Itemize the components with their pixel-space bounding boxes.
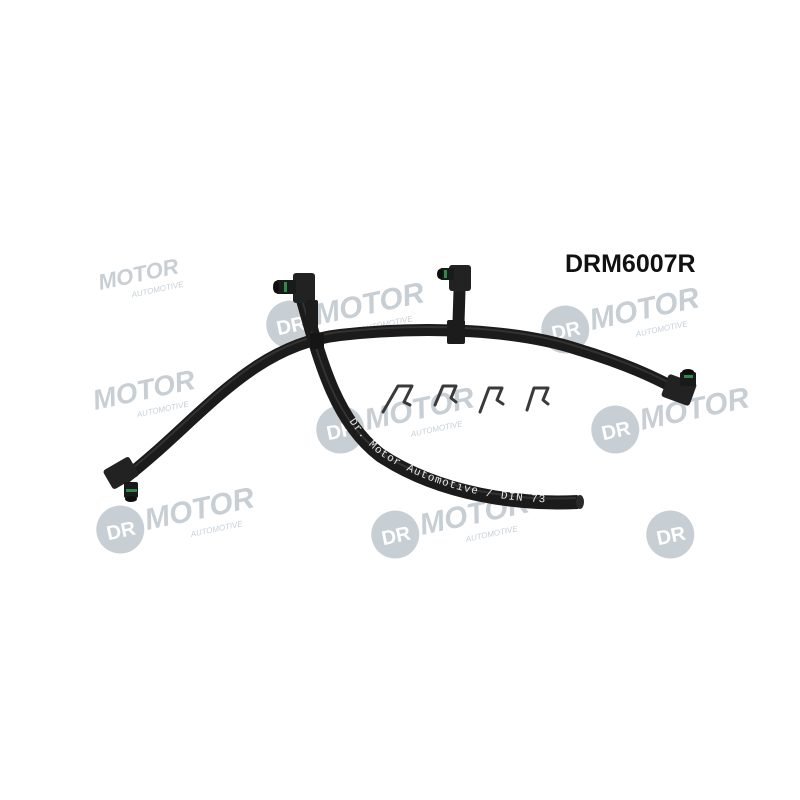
connector-right bbox=[661, 369, 697, 406]
part-number-label: DRM6007R bbox=[565, 250, 696, 278]
retaining-clip-3 bbox=[478, 386, 505, 414]
hose-open-end bbox=[576, 495, 584, 509]
retaining-clip-2 bbox=[433, 384, 458, 407]
watermark-logo: DR MOTOR AUTOMOTIVE bbox=[96, 481, 257, 554]
connector-top-left bbox=[273, 273, 318, 332]
watermark-logo: MOTOR AUTOMOTIVE bbox=[90, 364, 199, 420]
connector-top-middle bbox=[437, 265, 471, 344]
watermark-logo: DR bbox=[646, 510, 695, 559]
retaining-clip-1 bbox=[381, 384, 414, 414]
retaining-clip-4 bbox=[525, 386, 550, 412]
hose-junction-clip bbox=[310, 333, 324, 349]
hose-main bbox=[119, 324, 688, 484]
watermark-logo: MOTOR AUTOMOTIVE bbox=[96, 253, 185, 299]
connector-left bbox=[103, 457, 139, 502]
